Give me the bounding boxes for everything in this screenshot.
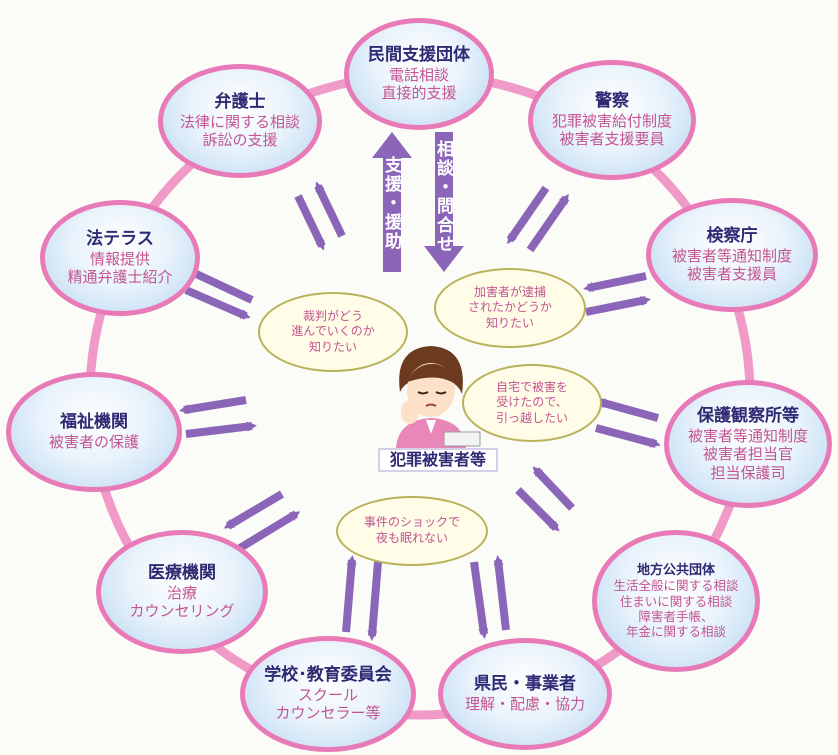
node-line: 障害者手帳、 [638, 608, 714, 624]
node-line: 犯罪被害給付制度 [551, 112, 672, 131]
thought-line: 事件のショックで [363, 515, 460, 530]
node-kenmin: 県民・事業者 理解・配慮・協力 [438, 638, 612, 750]
node-line: 訴訟の支援 [202, 131, 278, 150]
node-line: 被害者支援要員 [559, 130, 665, 149]
node-title: 検察庁 [706, 226, 758, 247]
arrow-kensatsu-out [585, 296, 651, 316]
node-title: 医療機関 [148, 563, 216, 584]
thought-line: 夜も眠れない [375, 531, 448, 545]
node-title: 学校･教育委員会 [264, 665, 392, 686]
node-chiho: 地方公共団体 生活全般に関する相談 住まいに関する相談 障害者手帳、 年金に関す… [592, 530, 760, 672]
arrow-chiho-in [532, 466, 575, 511]
arrow-fukushi-in [179, 396, 247, 415]
node-fukushi: 福祉機関 被害者の保護 [6, 372, 182, 492]
node-line: 理解・配慮・協力 [464, 695, 585, 714]
thought-bubble-arrest: 加害者が逮捕 されたかどうか 知りたい [434, 268, 586, 348]
node-line: 年金に関する相談 [625, 624, 726, 640]
node-hogo: 保護観察所等 被害者等通知制度 被害者担当官 担当保護司 [664, 380, 832, 508]
node-line: 精通弁護士紹介 [67, 268, 173, 287]
arrow-hogo-out [594, 424, 661, 448]
arrow-bengoshi-in [294, 194, 326, 251]
node-title: 民間支援団体 [368, 45, 470, 66]
arrow-hogo-in [595, 398, 660, 422]
thought-line: 知りたい [308, 339, 357, 354]
node-line: 被害者の保護 [48, 433, 139, 452]
arrow-iryo-in [223, 490, 285, 530]
arrow-group [179, 181, 661, 641]
arrow-keisatsu-out [526, 193, 570, 253]
node-kensatsu: 検察庁 被害者等通知制度 被害者支援員 [646, 198, 818, 312]
node-line: 被害者等通知制度 [671, 247, 792, 266]
node-line: カウンセラー等 [275, 704, 381, 723]
node-gakko: 学校･教育委員会 スクール カウンセラー等 [240, 636, 416, 752]
node-line: 被害者支援員 [686, 265, 777, 284]
thought-line: 進んでいくのか [291, 324, 375, 339]
thought-line: 受けたので、 [496, 395, 568, 410]
arrow-gakko-in [367, 561, 382, 641]
thought-bubble-trial: 裁判がどう 進んでいくのか 知りたい [258, 292, 408, 372]
node-line: 生活全般に関する相談 [613, 578, 739, 594]
thought-line: 引っ越したい [495, 410, 568, 425]
arrow-chiho-out [515, 487, 560, 532]
arrow-keisatsu-in [506, 185, 550, 245]
node-title: 県民・事業者 [474, 674, 576, 695]
consult-arrow [424, 132, 464, 272]
thought-line: 加害者が逮捕 [473, 284, 546, 299]
node-title: 保護観察所等 [697, 406, 799, 427]
arrow-iryo-out [237, 510, 301, 552]
arrow-kenmin-out [493, 555, 510, 631]
node-title: 弁護士 [214, 92, 266, 113]
node-line: 情報提供 [89, 250, 150, 269]
node-line: スクール [297, 686, 358, 705]
node-hoterasu: 法テラス 情報提供 精通弁護士紹介 [40, 200, 200, 316]
node-bengoshi: 弁護士 法律に関する相談 訴訟の支援 [158, 64, 322, 178]
node-title: 福祉機関 [60, 412, 128, 433]
arrow-bengoshi-out [314, 181, 346, 238]
arrow-kenmin-in [470, 561, 489, 639]
thought-line: されたかどうか [467, 300, 552, 315]
node-title: 警察 [595, 91, 629, 112]
node-line: 治療 [166, 584, 197, 603]
node-line: 住まいに関する相談 [619, 593, 733, 609]
node-title: 地方公共団体 [636, 562, 715, 578]
node-iryo: 医療機関 治療 カウンセリング [96, 530, 268, 654]
arrow-hoterasu-in [184, 286, 251, 320]
node-line: 直接的支援 [381, 84, 457, 103]
center-label: 犯罪被害者等 [378, 448, 498, 472]
thought-bubble-sleep: 事件のショックで 夜も眠れない [336, 496, 488, 566]
node-line: 法律に関する相談 [179, 113, 300, 132]
node-minkan: 民間支援団体 電話相談 直接的支援 [344, 18, 494, 130]
arrow-hoterasu-out [187, 268, 254, 304]
node-keisatsu: 警察 犯罪被害給付制度 被害者支援要員 [528, 60, 696, 180]
node-line: カウンセリング [129, 602, 235, 621]
thought-line: 自宅で被害を [495, 379, 568, 394]
support-arrow-label: 支援・援助 [381, 156, 401, 251]
victim-illustration [396, 346, 481, 448]
node-line: 担当保護司 [710, 463, 786, 482]
thought-line: 裁判がどう [302, 308, 363, 323]
arrow-fukushi-out [185, 421, 257, 438]
thought-line: 知りたい [485, 315, 534, 330]
node-line: 被害者担当官 [702, 445, 793, 464]
thought-bubble-move: 自宅で被害を 受けたので、 引っ越したい [462, 364, 602, 442]
arrow-gakko-out [342, 555, 357, 633]
node-line: 被害者等通知制度 [687, 426, 808, 445]
support-arrow [372, 132, 412, 272]
node-title: 法テラス [86, 229, 154, 250]
consult-arrow-label: 相談・問合せ [433, 140, 453, 254]
arrow-kensatsu-in [583, 272, 647, 292]
node-line: 電話相談 [388, 66, 449, 85]
